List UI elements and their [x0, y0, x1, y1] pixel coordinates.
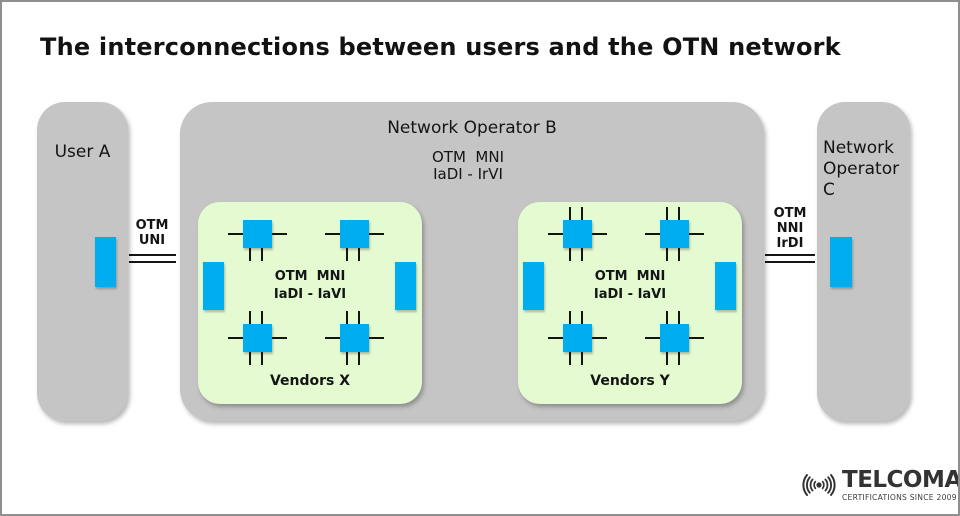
network-element-node	[645, 207, 704, 261]
vendor-y-right-port-icon	[715, 262, 736, 310]
page-title: The interconnections between users and t…	[40, 33, 841, 61]
network-element-node	[325, 311, 384, 365]
telcoma-logo: TELCOMA CERTIFICATIONS SINCE 2009	[799, 466, 960, 503]
uni-double-line	[129, 254, 176, 263]
network-element-node	[325, 220, 384, 261]
vendor-x-right-port-icon	[395, 262, 416, 310]
user-a-label: User A	[54, 142, 111, 162]
network-element-node	[548, 311, 607, 365]
nni-double-line	[765, 254, 815, 263]
vendor-x-interface-line2: IaDI - IaVI	[273, 287, 347, 302]
operator-b-interface-line2: IaDI - IrVI	[433, 165, 503, 183]
node-square	[660, 220, 689, 248]
logo-tagline-text: CERTIFICATIONS SINCE 2009	[842, 492, 957, 502]
operator-c-label: Network Operator C	[823, 138, 900, 200]
node-square	[340, 220, 369, 248]
node-square	[340, 324, 369, 352]
vendor-y-interface-line1: OTM MNI	[594, 269, 666, 284]
node-square	[563, 324, 592, 352]
vendor-y-label: Vendors Y	[590, 373, 670, 389]
vendor-y-left-port-icon	[523, 262, 544, 310]
vendor-x-interface-line1: OTM MNI	[274, 269, 346, 284]
operator-c-port-icon	[830, 237, 852, 287]
radio-waves-icon	[802, 474, 836, 496]
node-square	[243, 220, 272, 248]
vendor-y-box: OTM MNI IaDI - IaVI Vendors Y	[518, 202, 742, 404]
logo-brand-text: TELCOMA	[842, 466, 960, 493]
node-square	[660, 324, 689, 352]
operator-b-label: Network Operator B	[387, 118, 557, 138]
operator-c-box: Network Operator C	[817, 102, 910, 421]
user-a-box: User A	[37, 102, 128, 421]
node-square	[243, 324, 272, 352]
user-a-port-icon	[95, 237, 116, 287]
network-element-node	[228, 311, 287, 365]
uni-link-label: OTM UNI	[135, 218, 169, 248]
vendor-x-label: Vendors X	[269, 373, 351, 389]
vendor-x-left-port-icon	[203, 262, 224, 310]
node-square	[563, 220, 592, 248]
operator-b-interface-line1: OTM MNI	[431, 148, 505, 166]
nni-link-label: OTM NNI IrDI	[773, 206, 807, 251]
network-element-node	[548, 207, 607, 261]
network-element-node	[645, 311, 704, 365]
network-element-node	[228, 220, 287, 261]
vendor-y-interface-line2: IaDI - IaVI	[593, 287, 667, 302]
vendor-x-box: OTM MNI IaDI - IaVI Vendors X	[198, 202, 422, 404]
